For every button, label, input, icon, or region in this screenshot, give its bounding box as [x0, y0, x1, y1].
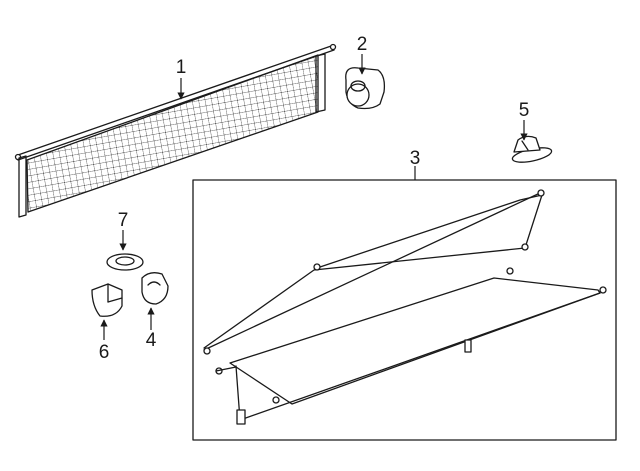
callout-7: 7: [118, 210, 129, 231]
callout-5: 5: [519, 100, 530, 121]
holder-part: [141, 272, 169, 305]
callout-3: 3: [410, 148, 421, 169]
leader-lines: [100, 54, 528, 340]
callout-6: 6: [99, 342, 110, 363]
callout-1: 1: [176, 57, 187, 78]
end-cap-part: [91, 283, 123, 317]
callout-4: 4: [146, 330, 157, 351]
cargo-cover-assembly-part: [192, 179, 617, 441]
cargo-net-part: [14, 43, 337, 218]
grommet-part: [106, 253, 144, 271]
callout-2: 2: [357, 34, 368, 55]
retainer-clip-part: [511, 135, 553, 163]
bushing-part: [345, 67, 386, 110]
